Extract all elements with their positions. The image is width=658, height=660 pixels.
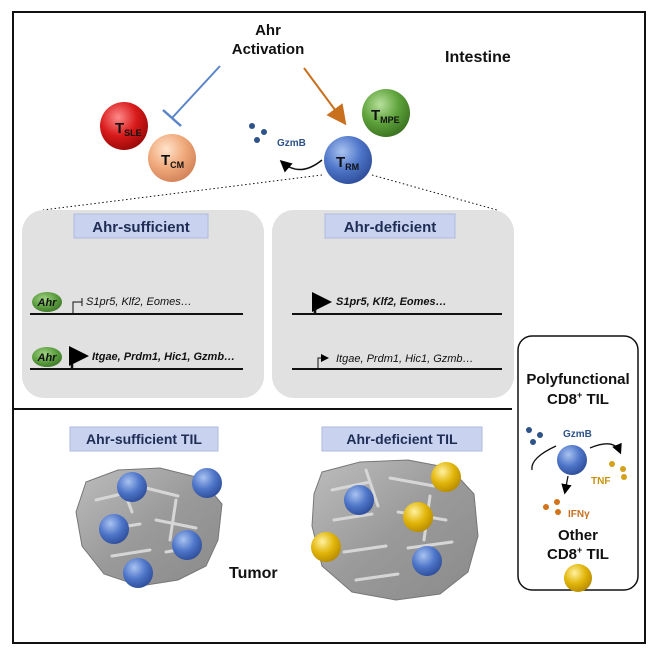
- yellow-til-cell: [403, 502, 433, 532]
- gzmb-dot: [530, 439, 536, 445]
- tsle-cell: [100, 102, 148, 150]
- promoter-active: [312, 292, 332, 314]
- ahr-deficient-til-title: Ahr-deficient TIL: [346, 431, 458, 447]
- zoom-line-left: [42, 174, 323, 211]
- tnf-label: TNF: [591, 476, 610, 487]
- activation-arrow: [303, 67, 347, 126]
- ahr-sufficient-til-title: Ahr-sufficient TIL: [86, 431, 202, 447]
- ifn-dot: [554, 499, 560, 505]
- tsle-label: TSLE: [115, 120, 142, 138]
- blue-til-cell: [99, 514, 129, 544]
- polyfunctional-label-line1: Polyfunctional: [526, 371, 629, 388]
- tnf-dot: [620, 466, 626, 472]
- yellow-til-cell: [311, 532, 341, 562]
- gzmb-dot: [537, 432, 543, 438]
- ahr-deficient-til-title-box: [321, 426, 483, 452]
- ahr-activation-label-line2: Activation: [232, 41, 305, 58]
- other-til-cell: [564, 564, 592, 592]
- gzmb-dot: [526, 427, 532, 433]
- promoter-repressed: [72, 301, 82, 314]
- tcm-label: TCM: [161, 152, 184, 170]
- active-genes: Itgae, Prdm1, Hic1, Gzmb…: [92, 351, 235, 363]
- gzmb-label: GzmB: [277, 138, 306, 149]
- trm-cell: [324, 136, 372, 184]
- polyfunctional-label-line2: CD8+ TIL: [547, 390, 609, 408]
- ahr-badge-label: Ahr: [37, 352, 58, 364]
- gzmb-secretion-arrow: [279, 159, 323, 173]
- tmpe-label: TMPE: [371, 107, 400, 125]
- blue-til-cell: [172, 530, 202, 560]
- blue-til-cell: [117, 472, 147, 502]
- ahr-sufficient-title-box: [73, 213, 209, 239]
- blue-til-cell: [412, 546, 442, 576]
- ahr-deficient-title-box: [324, 213, 456, 239]
- trm-label: TRM: [336, 154, 359, 172]
- other-label-line2: CD8+ TIL: [547, 545, 609, 563]
- ahr-sufficient-til-title-box: [69, 426, 219, 452]
- tumor-label: Tumor: [229, 565, 278, 582]
- ifn-arrow: [561, 475, 572, 495]
- intestine-label: Intestine: [445, 49, 511, 66]
- ahr-deficient-panel: [272, 210, 514, 398]
- promoter-weak: [317, 354, 329, 369]
- tmpe-cell: [362, 89, 410, 137]
- gzmb-arrow: [531, 445, 557, 471]
- ahr-badge: [32, 292, 62, 312]
- low-genes: Itgae, Prdm1, Hic1, Gzmb…: [336, 353, 474, 365]
- zoom-line-right: [371, 174, 498, 211]
- ahr-deficient-title: Ahr-deficient: [344, 219, 437, 236]
- tnf-arrow: [589, 442, 622, 455]
- other-label-line1: Other: [558, 527, 598, 544]
- repressed-genes: S1pr5, Klf2, Eomes…: [86, 296, 192, 308]
- ahr-badge-label: Ahr: [37, 297, 58, 309]
- blue-til-cell: [192, 468, 222, 498]
- ifn-label: IFNγ: [568, 509, 590, 520]
- ahr-activation-label-line1: Ahr: [255, 22, 281, 39]
- gzmb-dot: [254, 137, 260, 143]
- ifn-dot: [543, 504, 549, 510]
- promoter-active: [69, 346, 89, 369]
- blue-til-cell: [344, 485, 374, 515]
- inhibition-bar: [162, 109, 182, 127]
- blue-til-cell: [123, 558, 153, 588]
- gzmb-dot: [249, 123, 255, 129]
- polyfunctional-cell: [557, 445, 587, 475]
- ahr-badge: [32, 347, 62, 367]
- inhibition-arrow: [171, 65, 221, 119]
- gzmb-dot: [261, 129, 267, 135]
- yellow-til-cell: [431, 462, 461, 492]
- tcm-cell: [148, 134, 196, 182]
- tnf-dot: [621, 474, 627, 480]
- tnf-dot: [609, 461, 615, 467]
- ahr-sufficient-title: Ahr-sufficient: [92, 219, 190, 236]
- ifn-dot: [555, 509, 561, 515]
- legend-gzmb-label: GzmB: [563, 429, 592, 440]
- active-genes: S1pr5, Klf2, Eomes…: [336, 296, 447, 308]
